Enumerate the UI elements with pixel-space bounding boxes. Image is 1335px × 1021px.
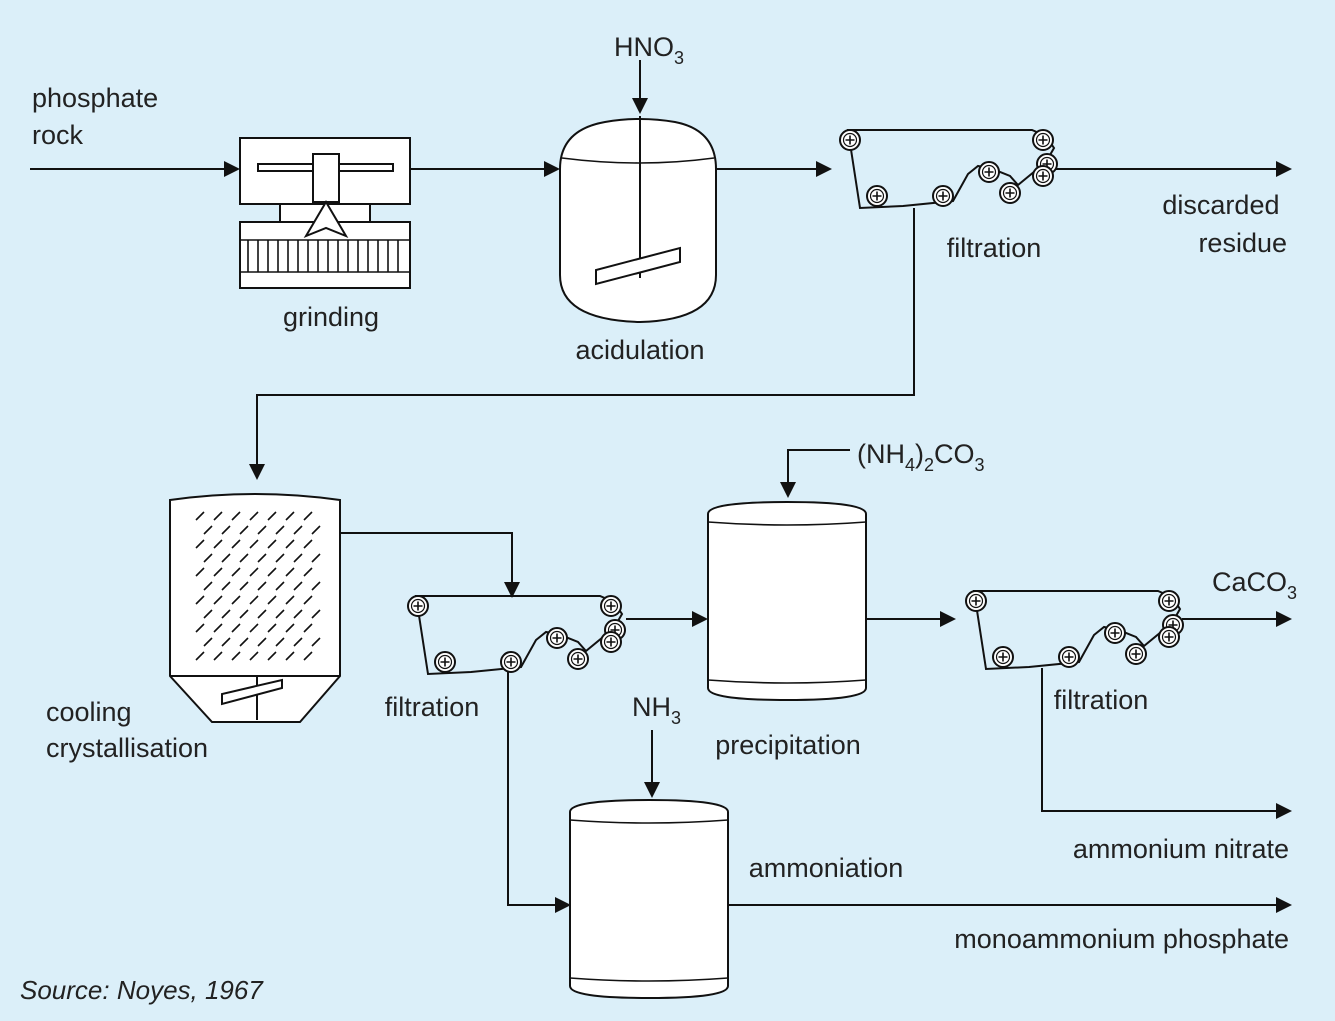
acidulation-tank	[559, 116, 717, 324]
hno3-label: HNO3	[614, 32, 684, 68]
caco3-label: CaCO3	[1212, 567, 1297, 603]
filtration-2-label: filtration	[385, 692, 480, 722]
filtration-to-ammoniation-line	[507, 668, 555, 906]
grinding-mill	[239, 137, 411, 289]
crystal-hatching	[195, 511, 321, 661]
ammoniation-tank	[569, 798, 729, 1000]
ammoniation-label: ammoniation	[749, 853, 904, 883]
crystalliser-to-filtration-line	[340, 532, 513, 584]
filtration-1-label: filtration	[947, 233, 1042, 263]
ammonium-carbonate-label: (NH4)2CO3	[857, 439, 985, 475]
acidulation-label: acidulation	[575, 335, 704, 365]
filtration-unit-1	[840, 130, 1057, 208]
precipitation-tank	[707, 500, 867, 702]
cooling-crystalliser	[169, 493, 341, 723]
grinding-label: grinding	[283, 302, 379, 332]
phosphate-rock-label: phosphate rock	[32, 83, 166, 150]
ammonium-nitrate-out-line	[1041, 668, 1276, 812]
filtration-3-label: filtration	[1054, 685, 1149, 715]
stream-lines	[30, 60, 1292, 913]
source-citation: Source: Noyes, 1967	[20, 975, 264, 1005]
filtrate-to-crystalliser-line	[256, 208, 915, 465]
labels: phosphate rock HNO3 grinding acidulation…	[20, 32, 1297, 1005]
nh3-label: NH3	[632, 692, 681, 728]
filtration-unit-2	[408, 596, 625, 674]
precipitation-label: precipitation	[715, 730, 861, 760]
monoammonium-phosphate-label: monoammonium phosphate	[954, 924, 1289, 954]
filtration-unit-3	[966, 591, 1183, 669]
cooling-crystallisation-label: cooling crystallisation	[46, 697, 208, 763]
ammonium-nitrate-label: ammonium nitrate	[1073, 834, 1289, 864]
discarded-residue-label: discarded residue	[1162, 190, 1287, 258]
ammonium-carbonate-feed-line	[787, 449, 850, 484]
